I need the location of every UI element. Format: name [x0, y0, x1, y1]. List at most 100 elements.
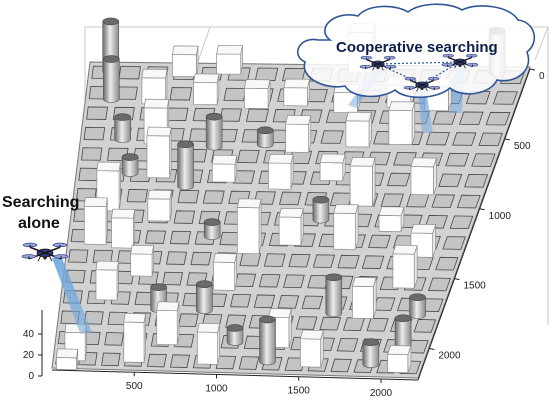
box-obstacle: [111, 208, 136, 249]
box-obstacle: [319, 153, 346, 182]
grid-cell: [336, 338, 359, 352]
grid-cell: [283, 274, 305, 289]
grid-cell: [442, 236, 466, 250]
box-obstacle: [123, 312, 147, 363]
grid-cell: [312, 254, 336, 268]
box-obstacle: [156, 301, 180, 346]
box-obstacle: [299, 329, 324, 368]
grid-cell: [169, 87, 193, 101]
cylinder-obstacle: [114, 113, 131, 143]
grid-cell: [166, 251, 188, 265]
grid-cell: [68, 249, 89, 263]
cylinder-obstacle: [325, 273, 343, 318]
grid-cell: [146, 353, 167, 368]
grid-cell: [386, 172, 411, 187]
grid-cell: [202, 190, 225, 204]
grid-cell: [456, 194, 481, 209]
grid-cell: [258, 273, 281, 288]
grid-cell: [101, 352, 121, 367]
grid-cell: [166, 107, 189, 121]
grid-cell: [471, 153, 496, 167]
grid-cell: [342, 317, 365, 331]
box-obstacle: [211, 154, 238, 183]
grid-cell: [279, 191, 302, 206]
box-obstacle: [345, 111, 372, 148]
box-obstacle: [193, 73, 220, 106]
cylinder-obstacle: [205, 112, 223, 151]
box-obstacle: [387, 345, 412, 374]
box-obstacle: [392, 244, 418, 289]
box-obstacle: [196, 322, 221, 365]
grid-cell: [458, 111, 484, 126]
box-obstacle: [147, 189, 172, 222]
cylinder-obstacle: [103, 55, 120, 103]
z-tick-label: 0: [28, 371, 34, 382]
z-tick-label: 20: [23, 350, 35, 361]
box-obstacle: [388, 101, 416, 146]
grid-cell: [237, 149, 260, 164]
box-obstacle: [216, 44, 243, 75]
cylinder-obstacle: [203, 218, 221, 240]
sensing-beam-coop-2: [418, 90, 433, 133]
box-obstacle: [349, 156, 376, 207]
box-obstacle: [283, 78, 311, 107]
grid-cell: [288, 253, 311, 268]
box-obstacle: [146, 126, 172, 179]
y-tick-label: 2000: [438, 351, 461, 362]
grid-cell: [169, 230, 192, 245]
cylinder-obstacle: [394, 314, 412, 350]
grid-cell: [254, 67, 279, 81]
y-tick-label: 500: [514, 141, 531, 152]
grid-cell: [432, 111, 457, 125]
grid-cell: [368, 234, 391, 249]
box-obstacle: [213, 253, 238, 291]
box-obstacle: [171, 45, 199, 78]
grid-cell: [173, 210, 196, 224]
x-tick-label: 1500: [288, 386, 311, 397]
grid-cell: [126, 189, 148, 203]
cylinder-obstacle: [196, 280, 213, 314]
box-obstacle: [285, 115, 312, 153]
cylinder-obstacle: [121, 153, 139, 177]
drone-icon: [441, 53, 479, 69]
grid-cell: [178, 313, 199, 327]
grid-cell: [438, 173, 463, 188]
y-tick-label: 0: [539, 71, 545, 82]
grid-cell: [464, 174, 489, 188]
grid-cell: [301, 295, 324, 310]
y-tick-label: 1000: [489, 211, 512, 222]
grid-cell: [492, 91, 518, 105]
grid-cell: [104, 332, 125, 346]
box-obstacle: [56, 348, 79, 371]
grid-cell: [413, 319, 437, 333]
grid-cell: [219, 108, 243, 122]
box-obstacle: [351, 277, 377, 319]
cylinder-obstacle: [362, 338, 380, 368]
grid-cell: [435, 256, 459, 271]
x-tick-label: 1000: [205, 383, 228, 394]
grid-cell: [169, 354, 191, 368]
cylinder-obstacle: [409, 293, 426, 320]
box-obstacle: [267, 153, 294, 190]
cooperative-searching-label: Cooperative searching: [336, 39, 498, 56]
cylinder-obstacle: [226, 324, 244, 346]
grid-cell: [406, 193, 430, 208]
grid-cell: [81, 147, 103, 161]
cylinder-obstacle: [177, 140, 194, 191]
grid-cell: [190, 251, 212, 266]
cylinder-obstacle: [256, 126, 274, 149]
grid-cell: [366, 317, 389, 332]
grid-cell: [177, 189, 200, 204]
drone-icon: [403, 76, 441, 92]
grid-cell: [485, 111, 511, 126]
box-obstacle: [96, 161, 121, 212]
drone-icon: [21, 242, 69, 262]
grid-cell: [223, 87, 247, 102]
grid-cell: [361, 255, 385, 269]
box-obstacle: [83, 197, 108, 245]
cylinder-obstacle: [312, 195, 330, 224]
cylinder-obstacle: [259, 315, 276, 366]
x-tick-label: 2000: [370, 388, 393, 399]
